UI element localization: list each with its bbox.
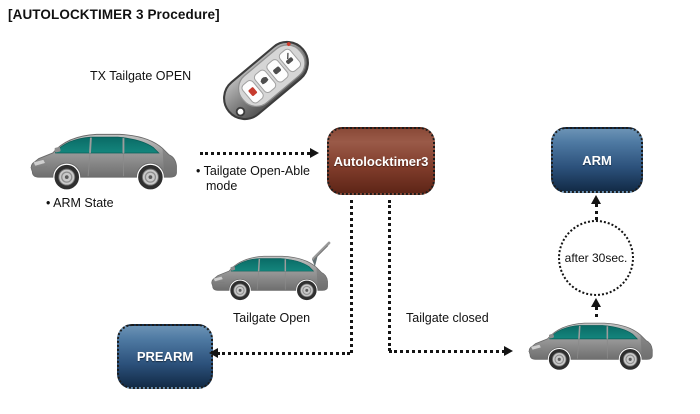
node-arm: ARM	[551, 127, 643, 193]
arrowhead-left-icon	[209, 348, 218, 358]
connector-car-to-circle	[594, 307, 598, 317]
after-30sec-circle: after 30sec.	[558, 220, 634, 296]
after-30sec-label: after 30sec.	[564, 251, 628, 265]
tailgate-open-able-caption: • Tailgate Open-Able mode	[196, 164, 331, 194]
connector-timer-to-car-horizontal	[389, 349, 505, 353]
tailgate-open-able-line1: • Tailgate Open-Able	[196, 164, 310, 178]
key-fob-caption: TX Tailgate OPEN	[90, 69, 192, 83]
connector-timer-to-car-vertical	[387, 200, 391, 351]
car-arm-state-icon	[29, 133, 178, 191]
remote-key-fob-icon	[213, 31, 319, 130]
connector-circle-to-arm	[594, 204, 598, 220]
connector-timer-to-prearm-vertical	[349, 200, 353, 353]
tailgate-open-able-line2: mode	[206, 179, 238, 193]
tailgate-open-caption: Tailgate Open	[233, 311, 311, 325]
car-tailgate-open-icon	[210, 241, 331, 301]
key-fob-graphic	[214, 32, 318, 129]
arrowhead-right-icon	[504, 346, 513, 356]
arrowhead-up-icon	[590, 195, 601, 204]
node-prearm: PREARM	[117, 324, 213, 389]
car-armed-icon	[527, 322, 654, 371]
connector-car-to-timer	[200, 151, 310, 155]
node-autolocktimer3: Autolocktimer3	[327, 127, 435, 195]
page-title: [AUTOLOCKTIMER 3 Procedure]	[8, 7, 220, 22]
arm-state-caption: • ARM State	[46, 196, 114, 210]
connector-timer-to-prearm-horizontal	[217, 351, 350, 355]
arrowhead-up-icon	[590, 298, 601, 307]
arrowhead-right-icon	[310, 148, 319, 158]
tailgate-closed-label: Tailgate closed	[406, 311, 489, 325]
